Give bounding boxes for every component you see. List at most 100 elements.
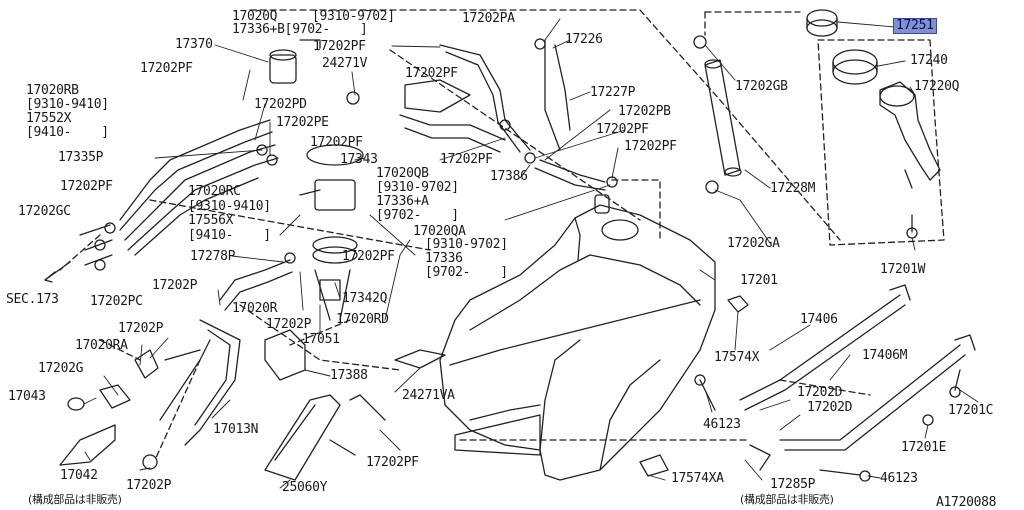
- strap-17406: [740, 285, 910, 410]
- part-label-17202gc[interactable]: 17202GC: [18, 204, 71, 219]
- part-label-17202pf-r2[interactable]: 17202PF: [624, 139, 677, 154]
- part-label-17335p[interactable]: 17335P: [58, 150, 104, 165]
- part-label-9310-9410-b[interactable]: [9310-9410]: [188, 199, 271, 214]
- part-label-17386[interactable]: 17386: [490, 169, 528, 184]
- canister-17370: [270, 40, 320, 83]
- section-ref-sec173[interactable]: SEC.173: [6, 292, 59, 307]
- part-label-17251[interactable]: 17251: [893, 18, 937, 34]
- filler-cap-17251: [807, 10, 837, 36]
- part-label-17202ga[interactable]: 17202GA: [727, 236, 780, 251]
- part-label-17020rb[interactable]: 17020RB: [26, 83, 79, 98]
- sender-unit-25060y: [265, 395, 355, 480]
- hose-bundle-17335p: [120, 120, 278, 255]
- part-label-17343[interactable]: 17343: [340, 152, 378, 167]
- part-label-17202pb[interactable]: 17202PB: [618, 104, 671, 119]
- part-label-17020rd[interactable]: 17020RD: [336, 312, 389, 327]
- hose-17020r: [220, 253, 295, 310]
- part-label-17226[interactable]: 17226: [565, 32, 603, 47]
- part-label-17020qb[interactable]: 17020QB: [376, 166, 429, 181]
- part-label-17285p[interactable]: 17285P: [770, 477, 816, 492]
- part-label-17556x[interactable]: 17556X: [188, 213, 234, 228]
- part-label-17201e[interactable]: 17201E: [901, 440, 947, 455]
- part-label-17202pf-top[interactable]: 17202PF: [313, 39, 366, 54]
- part-label-17240[interactable]: 17240: [910, 53, 948, 68]
- part-label-17574x[interactable]: 17574X: [714, 350, 760, 365]
- part-label-17406[interactable]: 17406: [800, 312, 838, 327]
- part-label-17388[interactable]: 17388: [330, 368, 368, 383]
- part-label-17202p-b[interactable]: 17202P: [266, 317, 312, 332]
- part-label-17201[interactable]: 17201: [740, 273, 778, 288]
- part-label-17202pf-r1[interactable]: 17202PF: [596, 122, 649, 137]
- clip-17574x: [640, 296, 748, 476]
- part-label-9310-9702-b[interactable]: [9310-9702]: [376, 180, 459, 195]
- part-label-24271va[interactable]: 24271VA: [402, 388, 455, 403]
- part-label-17342q[interactable]: 17342Q: [342, 291, 388, 306]
- part-label-17227p[interactable]: 17227P: [590, 85, 636, 100]
- insulator-24271v: [347, 80, 470, 112]
- part-label-17336[interactable]: 17336: [425, 251, 463, 266]
- drawing-number: A1720088: [936, 495, 997, 510]
- small-fasteners: [907, 215, 960, 425]
- part-label-17278p[interactable]: 17278P: [190, 249, 236, 264]
- part-label-17042[interactable]: 17042: [60, 468, 98, 483]
- part-label-9310-9702-c[interactable]: [9310-9702]: [425, 237, 508, 252]
- part-label-17201c[interactable]: 17201C: [948, 403, 994, 418]
- part-label-9410-a[interactable]: [9410- ]: [26, 125, 109, 140]
- part-label-17202p-d[interactable]: 17202P: [126, 478, 172, 493]
- part-label-17336b[interactable]: 17336+B[9702- ]: [232, 22, 368, 37]
- part-label-17020rc[interactable]: 17020RC: [188, 184, 241, 199]
- part-label-17202pa[interactable]: 17202PA: [462, 11, 515, 26]
- bracket-17388: [265, 330, 305, 380]
- part-label-17020q[interactable]: 17020Q: [232, 9, 278, 24]
- part-label-17202pf-left[interactable]: 17202PF: [140, 61, 193, 76]
- part-label-46123-b[interactable]: 46123: [880, 471, 918, 486]
- vent-hoses: [400, 39, 617, 190]
- strap-17406m: [780, 335, 975, 450]
- part-label-17013n[interactable]: 17013N: [213, 422, 259, 437]
- part-label-17202pc[interactable]: 17202PC: [90, 294, 143, 309]
- part-label-17201w[interactable]: 17201W: [880, 262, 926, 277]
- part-label-17202pf-t2[interactable]: 17202PF: [405, 66, 458, 81]
- part-label-24271v[interactable]: 24271V: [322, 56, 368, 71]
- part-label-17020qa[interactable]: 17020QA: [413, 224, 466, 239]
- part-label-9310-9410-a[interactable]: [9310-9410]: [26, 97, 109, 112]
- part-label-17051[interactable]: 17051: [302, 332, 340, 347]
- part-label-17202g[interactable]: 17202G: [38, 361, 84, 376]
- part-label-17202p-c[interactable]: 17202P: [118, 321, 164, 336]
- filler-hose-17228m: [694, 36, 741, 193]
- part-label-17202d-a[interactable]: 17202D: [797, 385, 843, 400]
- part-label-17020r[interactable]: 17020R: [232, 301, 278, 316]
- part-label-17370[interactable]: 17370: [175, 37, 213, 52]
- part-label-17552x[interactable]: 17552X: [26, 111, 72, 126]
- part-label-9702-b[interactable]: [9702- ]: [425, 265, 508, 280]
- part-label-17220q[interactable]: 17220Q: [914, 79, 960, 94]
- part-label-9410-b[interactable]: [9410- ]: [188, 228, 271, 243]
- part-label-17043[interactable]: 17043: [8, 389, 46, 404]
- part-label-17202gb[interactable]: 17202GB: [735, 79, 788, 94]
- tube-17013n: [160, 320, 240, 445]
- part-label-17202pd[interactable]: 17202PD: [254, 97, 307, 112]
- part-label-25060y[interactable]: 25060Y: [282, 480, 328, 495]
- note-not-sold-right: (構成部品は非販売): [740, 493, 834, 506]
- part-label-9310-9702-a[interactable]: [9310-9702]: [312, 9, 395, 24]
- part-label-17202pf-m[interactable]: 17202PF: [310, 135, 363, 150]
- part-label-17202pf-m2[interactable]: 17202PF: [440, 152, 493, 167]
- part-label-17202pf-l2[interactable]: 17202PF: [60, 179, 113, 194]
- part-label-17202pf-c[interactable]: 17202PF: [342, 249, 395, 264]
- plate-17285p: [750, 445, 770, 470]
- part-label-17336a[interactable]: 17336+A: [376, 194, 429, 209]
- part-label-17202pf-b[interactable]: 17202PF: [366, 455, 419, 470]
- part-label-17574xa[interactable]: 17574XA: [671, 471, 724, 486]
- bolt-46123: [695, 375, 870, 481]
- part-label-17202pe[interactable]: 17202PE: [276, 115, 329, 130]
- part-label-17020ra[interactable]: 17020RA: [75, 338, 128, 353]
- fuel-pump-assembly: [300, 145, 363, 320]
- part-label-17202p-a[interactable]: 17202P: [152, 278, 198, 293]
- part-label-9702-a[interactable]: [9702- ]: [376, 208, 459, 223]
- part-label-17406m[interactable]: 17406M: [862, 348, 908, 363]
- insulator-24271va: [350, 350, 445, 420]
- part-label-17202d-b[interactable]: 17202D: [807, 400, 853, 415]
- part-label-46123-a[interactable]: 46123: [703, 417, 741, 432]
- part-label-17228m[interactable]: 17228M: [770, 181, 816, 196]
